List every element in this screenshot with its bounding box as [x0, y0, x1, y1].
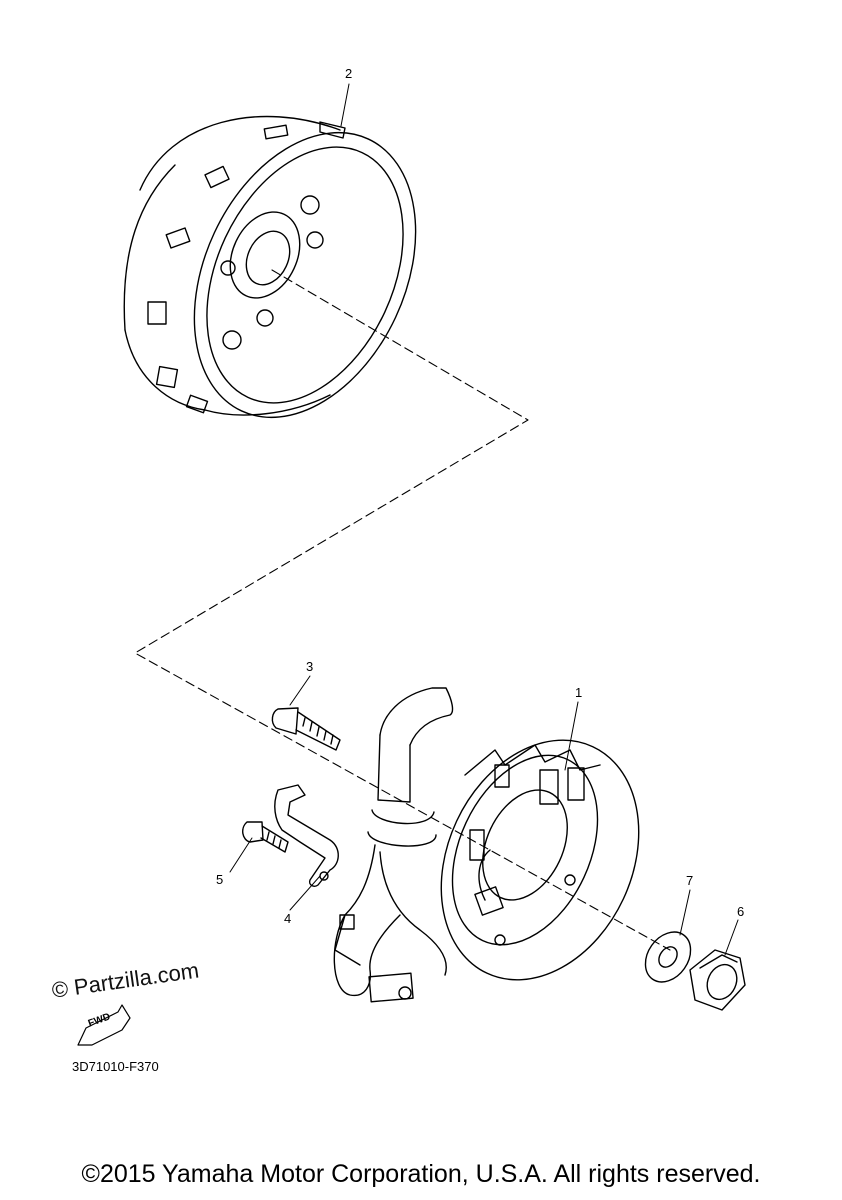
callout-labels: 2 3 1 5 4 7 6 [216, 66, 744, 926]
callout-2: 2 [345, 66, 352, 81]
copyright-notice: ©2015 Yamaha Motor Corporation, U.S.A. A… [81, 1160, 761, 1188]
nut-part-6 [689, 949, 746, 1011]
rotor-flywheel [123, 115, 417, 419]
screw-part-5 [242, 821, 289, 853]
washer-part-7 [644, 931, 692, 983]
forward-arrow-icon [77, 1004, 131, 1046]
callout-7: 7 [686, 873, 693, 888]
callout-4: 4 [284, 911, 291, 926]
assembly-centerline [134, 269, 671, 951]
clamp-bracket-part-4 [274, 784, 339, 887]
bolt-part-3 [271, 707, 341, 751]
callout-6: 6 [737, 904, 744, 919]
figure-code: 3D71010-F370 [72, 1059, 159, 1074]
callout-5: 5 [216, 872, 223, 887]
callout-1: 1 [575, 685, 582, 700]
stator-assembly [440, 739, 640, 981]
wire-harness [333, 687, 454, 1003]
callout-leaders [229, 83, 739, 956]
callout-3: 3 [306, 659, 313, 674]
